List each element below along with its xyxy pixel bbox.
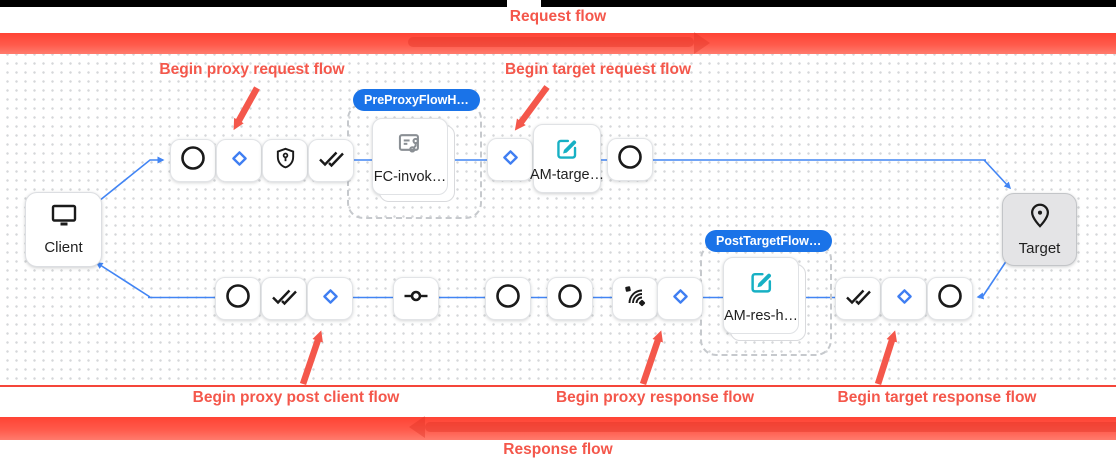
route-icon (403, 283, 429, 314)
request-step-double-check-1[interactable] (308, 139, 354, 182)
double-check-icon (318, 147, 345, 175)
client-node-label: Client (44, 239, 83, 256)
pre-proxy-flow-hook-badge[interactable]: PreProxyFlowH… (353, 89, 480, 111)
assign-message-icon (748, 269, 775, 301)
request-flow-title: Request flow (509, 8, 607, 25)
signal-icon (623, 284, 647, 313)
policy-name: AM-res-h… (723, 308, 799, 324)
location-pin-icon (1027, 202, 1053, 235)
diamond-icon (671, 287, 690, 311)
canvas-bottom-border (0, 385, 1116, 387)
response-step-signal[interactable] (612, 277, 658, 320)
response-step-circle-4[interactable] (927, 277, 973, 320)
diamond-icon (895, 287, 914, 311)
response-step-route[interactable] (393, 277, 439, 320)
annotation-begin-proxy-request: Begin proxy request flow (159, 61, 345, 78)
client-node[interactable]: Client (25, 192, 102, 267)
double-check-icon (845, 285, 872, 313)
response-step-begin-target-response[interactable] (881, 277, 927, 320)
response-arrow-head (409, 416, 425, 438)
request-step-circle-1[interactable] (170, 139, 216, 182)
request-arrow-body (408, 37, 694, 47)
response-arrow-body (425, 422, 1116, 432)
response-step-circle-2[interactable] (485, 277, 531, 320)
response-flow-bar (0, 416, 1116, 440)
annotation-begin-proxy-response: Begin proxy response flow (555, 389, 755, 406)
circle-icon (617, 144, 643, 175)
policy-card-am-target[interactable]: AM-targe… (529, 124, 605, 193)
policy-name: FC-invok… (373, 169, 447, 185)
circle-icon (180, 145, 206, 176)
post-target-flow-hook-badge[interactable]: PostTargetFlow… (705, 230, 833, 252)
diamond-icon (321, 287, 340, 311)
annotation-begin-target-request: Begin target request flow (504, 61, 692, 78)
response-step-begin-proxy-response[interactable] (657, 277, 703, 320)
diamond-icon (230, 149, 249, 173)
request-step-begin-proxy-request[interactable] (216, 139, 262, 182)
target-node[interactable]: Target (1002, 193, 1077, 266)
shield-key-icon (274, 146, 297, 175)
flow-callout-icon (397, 130, 424, 162)
response-step-begin-proxy-post-client[interactable] (307, 277, 353, 320)
diamond-icon (501, 148, 520, 172)
response-flow-title: Response flow (503, 441, 613, 458)
policy-name: AM-targe… (529, 167, 605, 183)
circle-icon (557, 283, 583, 314)
annotation-begin-target-response: Begin target response flow (837, 389, 1037, 406)
response-step-circle-1[interactable] (215, 277, 261, 320)
policy-card-fc-invoke[interactable]: FC-invok… (372, 118, 448, 195)
request-step-begin-target-request[interactable] (487, 138, 533, 181)
top-black-bar-right (541, 0, 1116, 7)
response-step-double-check-1[interactable] (261, 277, 307, 320)
assign-message-icon (554, 136, 580, 167)
annotation-begin-proxy-post-client: Begin proxy post client flow (192, 389, 400, 406)
double-check-icon (271, 285, 298, 313)
circle-icon (937, 283, 963, 314)
request-flow-bar (0, 32, 1116, 54)
request-step-circle-2[interactable] (607, 138, 653, 181)
response-step-circle-3[interactable] (547, 277, 593, 320)
circle-icon (495, 283, 521, 314)
circle-icon (225, 283, 251, 314)
top-black-bar-left (0, 0, 507, 7)
request-arrow-head (694, 32, 710, 54)
request-step-verify-key[interactable] (262, 139, 308, 182)
monitor-icon (49, 203, 79, 234)
policy-card-am-response[interactable]: AM-res-h… (723, 257, 799, 334)
response-step-double-check-2[interactable] (835, 277, 881, 320)
proxy-editor-canvas (0, 54, 1116, 385)
target-node-label: Target (1018, 240, 1061, 257)
